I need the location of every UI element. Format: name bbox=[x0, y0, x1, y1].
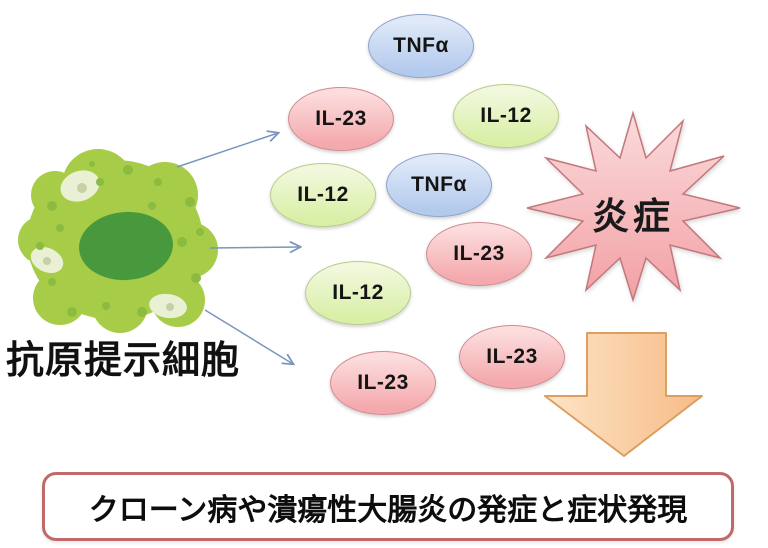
cytokine-bubble-il12-2: IL-12 bbox=[270, 163, 376, 227]
antigen-presenting-cell-icon bbox=[18, 149, 218, 333]
cytokine-bubble-il12-3: IL-12 bbox=[305, 261, 411, 325]
cytokine-label: IL-12 bbox=[480, 104, 532, 127]
down-arrow bbox=[544, 332, 703, 457]
cytokine-label: TNFα bbox=[411, 173, 467, 196]
cytokine-bubble-il23-4: IL-23 bbox=[459, 325, 565, 389]
outcome-box: クローン病や潰瘍性大腸炎の発症と症状発現 bbox=[42, 472, 734, 541]
cytokine-bubble-tnfa-1: TNFα bbox=[368, 14, 474, 78]
secretion-arrow-middle bbox=[209, 247, 300, 248]
cytokine-bubble-il23-3: IL-23 bbox=[330, 351, 436, 415]
cytokine-bubble-tnfa-2: TNFα bbox=[386, 153, 492, 217]
cytokine-label: IL-23 bbox=[357, 371, 409, 394]
cytokine-bubble-il23-1: IL-23 bbox=[288, 87, 394, 151]
outcome-label: クローン病や潰瘍性大腸炎の発症と症状発現 bbox=[88, 493, 688, 527]
cytokine-label: IL-12 bbox=[297, 183, 349, 206]
inflammation-label: 炎症 bbox=[592, 196, 674, 237]
cytokine-bubble-il23-2: IL-23 bbox=[426, 222, 532, 286]
secretion-arrow-top bbox=[176, 133, 278, 168]
cytokine-label: IL-23 bbox=[486, 345, 538, 368]
cell-label: 抗原提示細胞 bbox=[6, 340, 241, 382]
cytokine-label: IL-12 bbox=[332, 281, 384, 304]
secretion-arrow-bottom bbox=[204, 309, 293, 364]
cytokine-label: IL-23 bbox=[453, 242, 505, 265]
cell-granule-dots bbox=[36, 161, 204, 317]
secretion-arrows bbox=[176, 133, 300, 364]
cytokine-label: TNFα bbox=[393, 34, 449, 57]
cytokine-label: IL-23 bbox=[315, 107, 367, 130]
cell-nucleus bbox=[79, 211, 173, 281]
cell-vacuole-spots bbox=[30, 170, 187, 319]
cytokine-bubble-il12-1: IL-12 bbox=[453, 84, 559, 148]
